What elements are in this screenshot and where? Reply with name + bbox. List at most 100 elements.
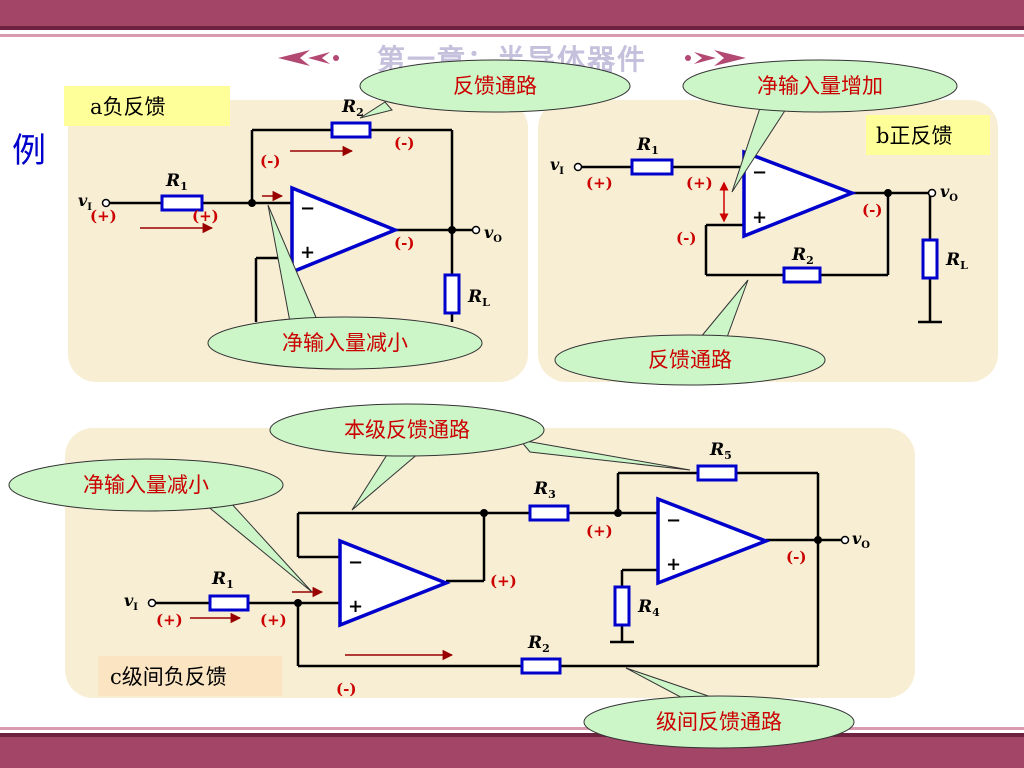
panel-b-rl-label: RL	[945, 250, 968, 272]
panel-c-callout-inter-text: 级间反馈通路	[656, 710, 782, 734]
panel-c-opamp1-plus: +	[348, 596, 363, 617]
panel-c-sign-out1: (+)	[490, 572, 517, 590]
panel-a-resistor-r1	[160, 194, 204, 212]
panel-c-resistor-r2	[520, 657, 562, 675]
panel-c-callout-net-bubble	[8, 458, 284, 512]
panel-a: a负反馈 − + R1 R2 RL vI vO (-) (-)	[64, 59, 631, 370]
panel-c-terminal-vi	[147, 598, 157, 608]
panel-c-r2-label: R2	[527, 633, 550, 655]
panel-a-terminal-vi	[101, 198, 111, 208]
header-ornament-right	[685, 50, 746, 66]
panel-a-label: a负反馈	[90, 95, 166, 119]
panel-c-opamp1-minus: −	[348, 552, 363, 573]
panel-a-node-input	[248, 199, 256, 207]
panel-c-label-box	[98, 656, 282, 696]
panel-a-sign-inv: (-)	[260, 152, 280, 170]
panel-b-callout-net-text: 净输入量增加	[757, 74, 883, 98]
panel-c-r5-label: R5	[709, 440, 732, 462]
top-band	[0, 0, 1024, 30]
panel-b-opamp-minus: −	[752, 162, 767, 183]
panel-a-sign-in-right: (+)	[192, 207, 219, 225]
panel-c-resistor-r4	[613, 585, 631, 627]
top-band-line	[0, 34, 1024, 37]
panel-a-sign-in-left: (+)	[90, 207, 117, 225]
panel-b-label: b正反馈	[876, 124, 952, 148]
panel-c-bg	[65, 428, 915, 698]
panel-b-label-box	[866, 115, 990, 155]
panel-a-callout-net-text: 净输入量减小	[282, 331, 408, 355]
panel-c-opamp2-plus: +	[666, 554, 681, 575]
panel-b-opamp	[742, 149, 857, 239]
panel-c-resistor-r3	[528, 504, 570, 522]
panel-c-terminal-vo	[840, 535, 850, 545]
bottom-band-line	[0, 727, 1024, 730]
panel-c-sign-in-left: (+)	[156, 611, 183, 629]
panel-a-label-box	[64, 86, 230, 126]
panel-b-opamp-plus: +	[752, 207, 767, 228]
panel-c-callout-inter-bubble	[583, 695, 855, 749]
panel-c-sign-r3: (+)	[586, 522, 613, 540]
panel-c-resistor-r1	[208, 594, 250, 612]
panel-c-opamp-2	[656, 496, 771, 586]
panel-c-callout-net-text: 净输入量减小	[83, 473, 209, 497]
panel-a-opamp	[290, 185, 400, 275]
panel-a-callout-net-bubble	[207, 316, 483, 370]
panel-b-sign-fb: (-)	[676, 229, 696, 247]
panel-c-sign-out2: (-)	[786, 548, 806, 566]
panel-a-terminal-vo	[471, 225, 481, 235]
panel-c-sign-fb: (-)	[336, 680, 356, 698]
panel-b-sign-out: (-)	[862, 201, 882, 219]
header-ornament-left	[278, 50, 339, 66]
panel-a-sign-out: (-)	[394, 234, 414, 252]
panel-a-callout-feedback	[359, 101, 393, 119]
panel-c-node-output	[814, 536, 822, 544]
panel-b-sign-in-right: (+)	[686, 174, 713, 192]
panel-b: b正反馈 − + R1 R2 RL vI vO (+) (+) (	[550, 59, 990, 386]
panel-c-opamp-1	[338, 538, 451, 628]
panel-b-callout-feedback-bubble	[554, 334, 826, 386]
panel-c-label: c级间负反馈	[110, 665, 227, 689]
panel-c-callout-local-text: 本级反馈通路	[344, 418, 470, 442]
panel-a-sign-r2: (-)	[394, 134, 414, 152]
panel-b-r1-label: R1	[636, 135, 659, 157]
panel-b-resistor-r1	[630, 158, 674, 176]
bottom-band	[0, 733, 1024, 768]
panel-b-node-output	[884, 189, 892, 197]
panel-c-vo-label: vO	[852, 529, 870, 551]
panel-b-resistor-rl	[921, 238, 939, 280]
panel-a-r2-label: R2	[341, 97, 364, 119]
panel-c-resistor-r5	[696, 464, 738, 482]
panel-c-vi-label: vI	[124, 591, 138, 613]
example-label: 例	[12, 131, 46, 171]
panel-c-sign-in-right: (+)	[260, 611, 287, 629]
panel-a-node-output	[448, 226, 456, 234]
panel-c-opamp2-minus: −	[666, 510, 681, 531]
panel-c: c级间负反馈	[8, 403, 870, 749]
panel-c-node-stage2-in	[614, 509, 622, 517]
panel-a-callout-feedback-text: 反馈通路	[453, 74, 537, 98]
panel-a-rl-label: RL	[467, 287, 490, 309]
panel-b-vi-label: vI	[550, 155, 564, 177]
panel-b-r2-label: R2	[791, 245, 814, 267]
panel-b-sign-in-left: (+)	[586, 174, 613, 192]
panel-b-callout-net-bubble	[682, 59, 958, 113]
panel-a-opamp-plus: +	[300, 242, 315, 263]
panel-a-opamp-minus: −	[300, 198, 315, 219]
panel-c-r3-label: R3	[533, 479, 556, 501]
panel-b-vo-label: vO	[940, 182, 958, 204]
panel-b-resistor-r2	[782, 266, 822, 284]
panel-c-callout-local-tail2	[518, 439, 691, 471]
panel-b-callout-feedback-text: 反馈通路	[648, 348, 732, 372]
panel-a-resistor-rl	[443, 273, 461, 315]
panel-a-vo-label: vO	[484, 223, 502, 245]
panel-a-vi-label: vI	[78, 191, 92, 213]
panel-c-r4-label: R4	[637, 597, 660, 619]
panel-a-resistor-r2	[330, 121, 372, 139]
panel-a-callout-feedback-bubble	[359, 59, 631, 113]
panel-b-terminal-vi	[573, 162, 583, 172]
panel-c-node-stage1-out	[480, 509, 488, 517]
panel-c-callout-local-bubble	[269, 403, 545, 457]
panel-c-r1-label: R1	[211, 569, 234, 591]
panel-c-node-input	[294, 599, 302, 607]
